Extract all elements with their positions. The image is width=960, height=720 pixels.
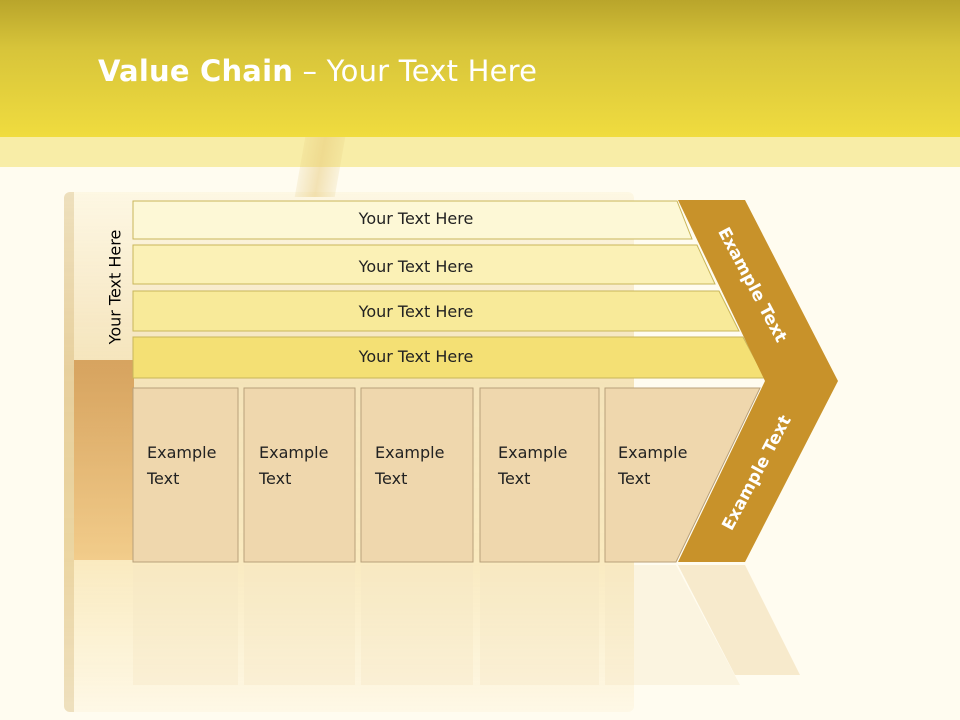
liquid-image	[74, 360, 134, 560]
box-2	[243, 387, 356, 563]
title-bold: Value Chain	[98, 54, 294, 88]
title-rest: – Your Text Here	[293, 54, 538, 88]
box-2-line2: Text	[259, 469, 292, 488]
box-1	[132, 387, 239, 563]
bar-3	[132, 290, 740, 332]
box-5-line1: Example	[618, 443, 688, 462]
bar-2	[132, 244, 716, 285]
box-reflection	[480, 565, 599, 685]
box-5-line2: Text	[618, 469, 651, 488]
box-2-line1: Example	[259, 443, 329, 462]
header-band	[0, 0, 960, 137]
slide-title: Value Chain – Your Text Here	[98, 54, 537, 88]
bar-2-label: Your Text Here	[358, 257, 474, 276]
box-3	[360, 387, 474, 563]
header-sub-band	[0, 137, 960, 167]
box-reflection	[244, 565, 355, 685]
box-4	[479, 387, 600, 563]
bar-1	[132, 200, 693, 240]
chevron-reflection	[678, 565, 800, 675]
box-3-line2: Text	[375, 469, 408, 488]
box-reflection	[605, 565, 740, 685]
bar-4-label: Your Text Here	[358, 347, 474, 366]
box-4-line2: Text	[498, 469, 531, 488]
box-reflection	[133, 565, 238, 685]
chevron-arrow	[678, 200, 838, 562]
box-5	[604, 387, 761, 563]
box-3-line1: Example	[375, 443, 445, 462]
bar-3-label: Your Text Here	[358, 302, 474, 321]
box-1-line1: Example	[147, 443, 217, 462]
box-1-line2: Text	[147, 469, 180, 488]
box-4-line1: Example	[498, 443, 568, 462]
box-reflection	[361, 565, 473, 685]
bar-1-label: Your Text Here	[358, 209, 474, 228]
